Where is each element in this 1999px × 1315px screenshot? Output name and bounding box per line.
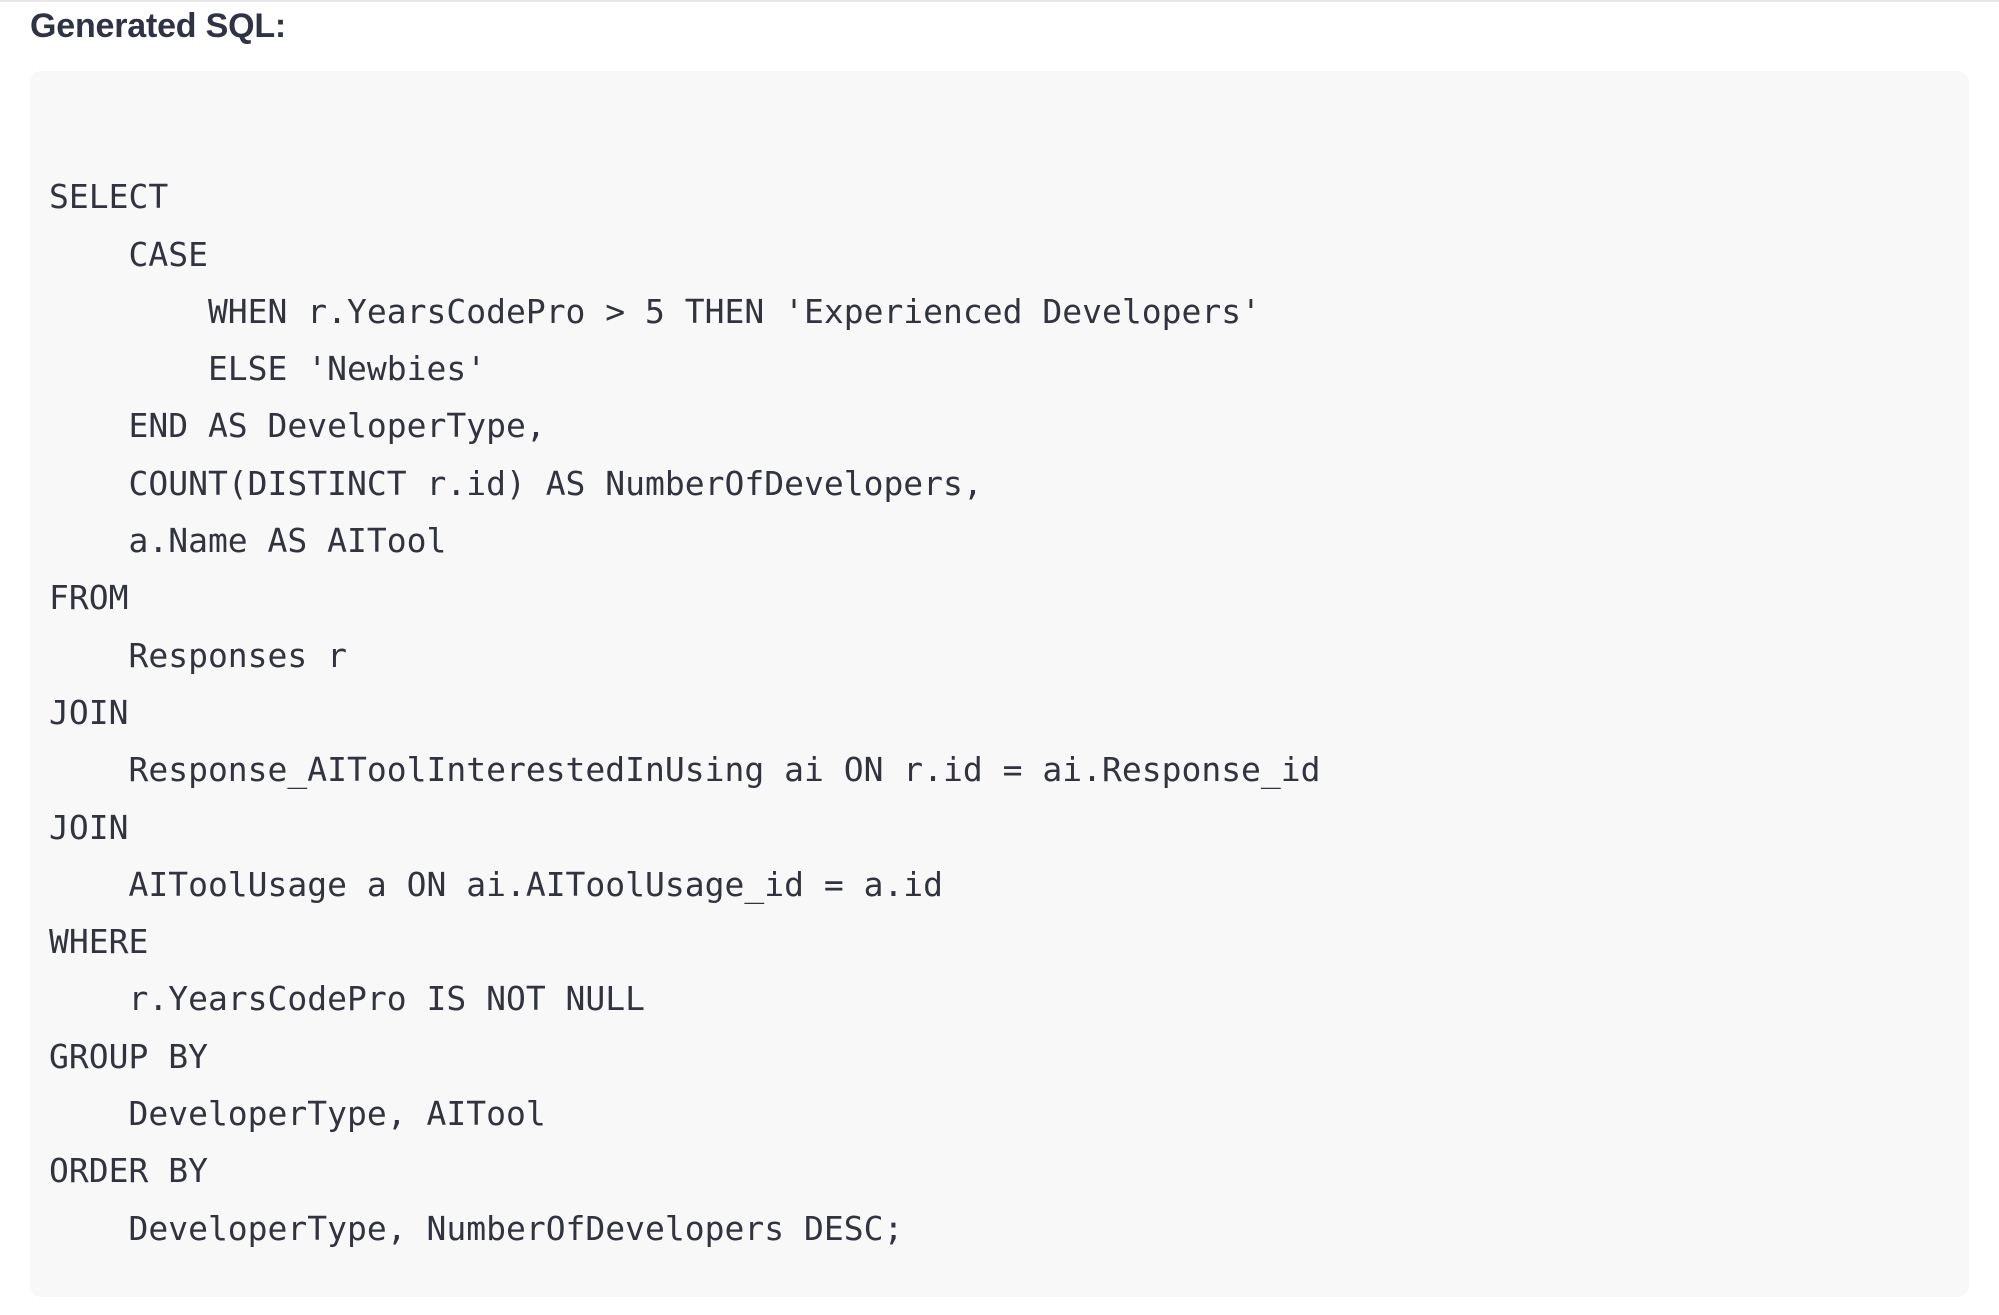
sql-pre: SELECT CASE WHEN r.YearsCodePro > 5 THEN… <box>30 71 1969 1297</box>
sql-code-block: SELECT CASE WHEN r.YearsCodePro > 5 THEN… <box>30 71 1969 1297</box>
sql-code-text: SELECT CASE WHEN r.YearsCodePro > 5 THEN… <box>49 177 1321 1248</box>
generated-sql-heading: Generated SQL: <box>30 7 287 45</box>
